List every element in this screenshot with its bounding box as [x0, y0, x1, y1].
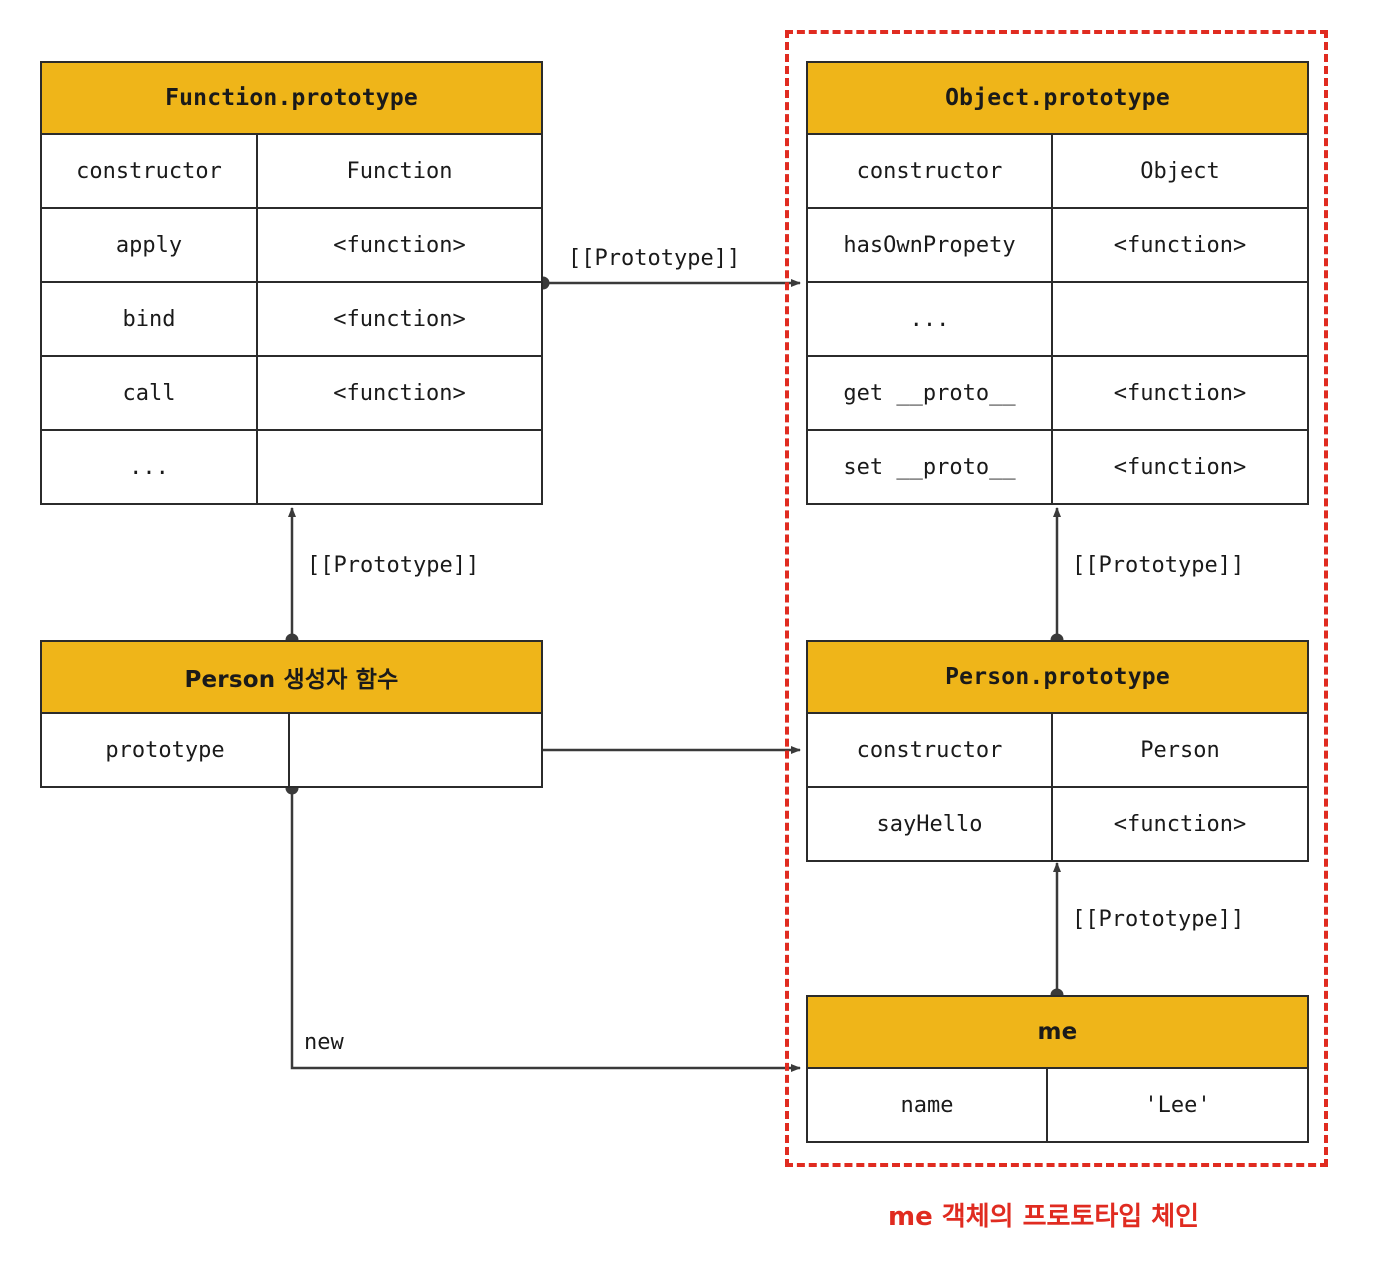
row-key: ...: [42, 431, 258, 503]
table-row: hasOwnPropety <function>: [808, 209, 1307, 283]
row-value: Object: [1140, 158, 1220, 184]
row-key: name: [808, 1069, 1048, 1141]
row-key: sayHello: [808, 788, 1053, 860]
row-key: hasOwnPropety: [808, 209, 1053, 281]
prototype-chain-caption: me 객체의 프로토타입 체인: [888, 1202, 1200, 1232]
table-row: ...: [42, 431, 541, 503]
row-key: set __proto__: [808, 431, 1053, 503]
row-value: <function>: [1113, 232, 1247, 258]
row-value: 'Lee': [1144, 1092, 1211, 1118]
table-row: call <function>: [42, 357, 541, 431]
table-row: apply <function>: [42, 209, 541, 283]
table-row: constructor Function: [42, 135, 541, 209]
box-title-person-prototype: Person.prototype: [808, 642, 1307, 714]
table-row: constructor Object: [808, 135, 1307, 209]
row-value: <function>: [1113, 811, 1247, 837]
box-function-prototype: Function.prototype constructor Function …: [40, 61, 543, 505]
box-person-constructor: Person 생성자 함수 prototype: [40, 640, 543, 788]
row-key: bind: [42, 283, 258, 355]
row-key: get __proto__: [808, 357, 1053, 429]
edge-functionprototype-to-objectprototype: [536, 276, 801, 290]
box-person-prototype: Person.prototype constructor Person sayH…: [806, 640, 1309, 862]
row-key: constructor: [808, 714, 1053, 786]
edge-person-to-functionprototype: [285, 507, 299, 647]
box-title-object-prototype: Object.prototype: [808, 63, 1307, 135]
edge-label-new: new: [304, 1030, 344, 1055]
edge-label-me-to-personprototype: [[Prototype]]: [1072, 907, 1245, 932]
row-value: Person: [1140, 737, 1220, 763]
box-object-prototype: Object.prototype constructor Object hasO…: [806, 61, 1309, 505]
row-value: <function>: [1113, 380, 1247, 406]
row-value: [1053, 283, 1307, 355]
row-key: constructor: [808, 135, 1053, 207]
row-key: prototype: [42, 714, 290, 786]
prototype-chain-region: [785, 30, 1328, 1167]
row-value: <function>: [333, 306, 466, 332]
row-value: [258, 431, 541, 503]
edge-new-person-to-me: [285, 781, 801, 1072]
row-key: apply: [42, 209, 258, 281]
box-title-person-constructor: Person 생성자 함수: [42, 642, 541, 714]
edge-label-functionprototype-to-objectprototype: [[Prototype]]: [568, 246, 741, 271]
box-me-object: me name 'Lee': [806, 995, 1309, 1143]
table-row: constructor Person: [808, 714, 1307, 788]
table-row: bind <function>: [42, 283, 541, 357]
row-key: ...: [808, 283, 1053, 355]
table-row: ...: [808, 283, 1307, 357]
row-value: Function: [346, 158, 453, 184]
box-title-me: me: [808, 997, 1307, 1069]
edge-label-personprototype-to-objectprototype: [[Prototype]]: [1072, 553, 1245, 578]
row-value: [290, 714, 541, 786]
row-value: <function>: [333, 380, 466, 406]
table-row: get __proto__ <function>: [808, 357, 1307, 431]
table-row: prototype: [42, 714, 541, 786]
row-value: <function>: [333, 232, 466, 258]
table-row: set __proto__ <function>: [808, 431, 1307, 503]
edge-label-person-to-functionprototype: [[Prototype]]: [307, 553, 480, 578]
table-row: sayHello <function>: [808, 788, 1307, 860]
row-value: <function>: [1113, 454, 1247, 480]
table-row: name 'Lee': [808, 1069, 1307, 1141]
row-key: call: [42, 357, 258, 429]
box-title-function-prototype: Function.prototype: [42, 63, 541, 135]
row-key: constructor: [42, 135, 258, 207]
